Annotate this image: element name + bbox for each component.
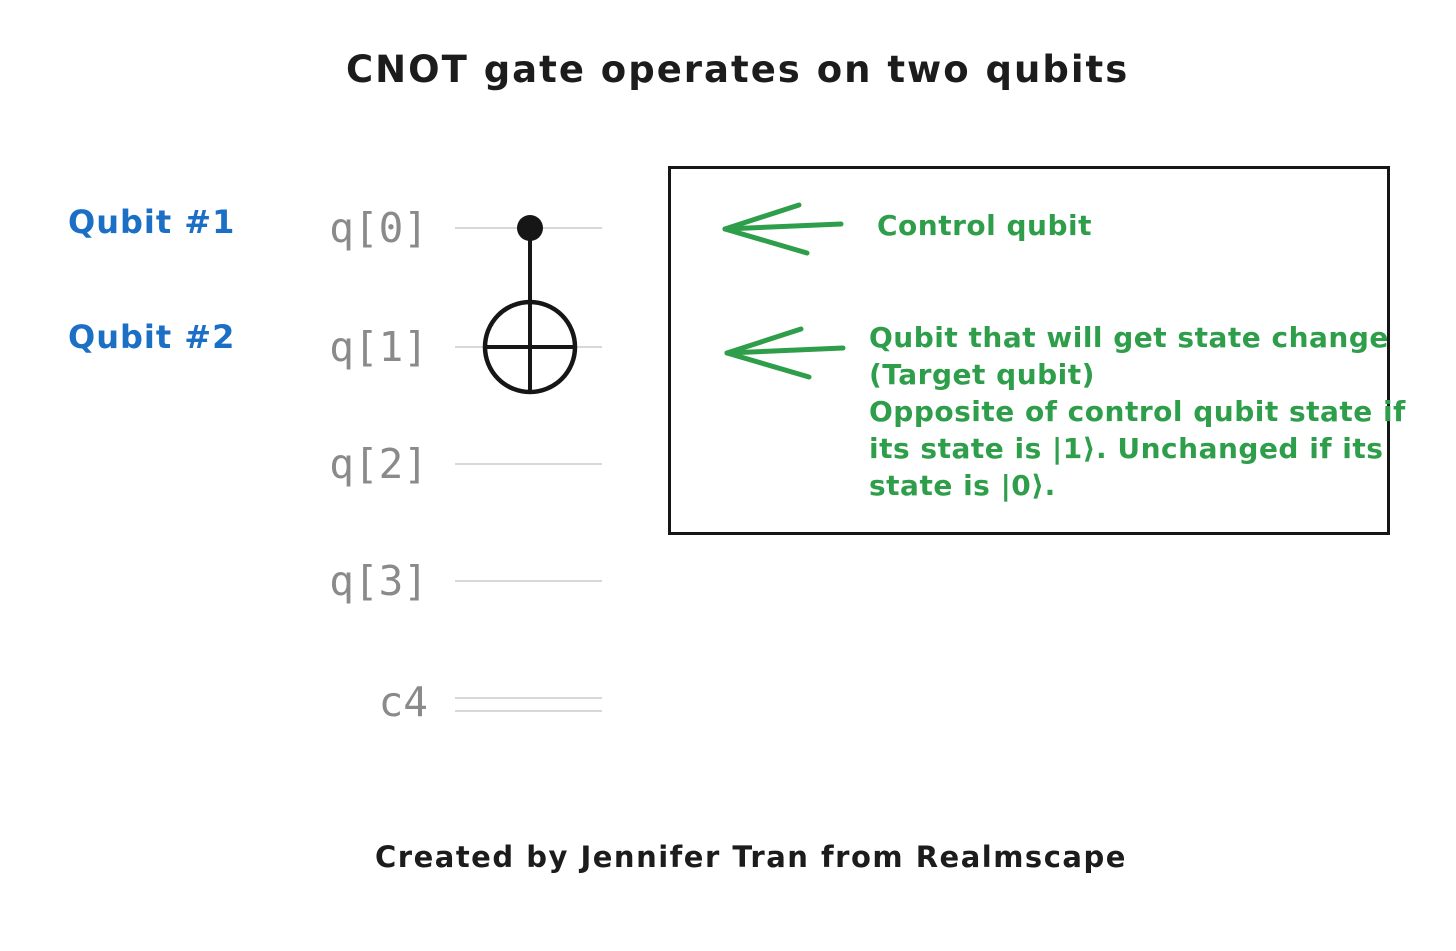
wire-label-q1: q[1] <box>329 323 428 371</box>
target-arrow-icon <box>724 326 846 380</box>
target-note-line-4: its state is |1⟩. Unchanged if its <box>869 432 1384 465</box>
target-qubit-note: Qubit that will get state change (Target… <box>869 319 1406 504</box>
wire-label-q3: q[3] <box>329 557 428 605</box>
control-qubit-note: Control qubit <box>877 209 1092 242</box>
wire-label-q2: q[2] <box>329 440 428 488</box>
target-note-line-1: Qubit that will get state change <box>869 321 1389 354</box>
page-title: CNOT gate operates on two qubits <box>346 48 1130 91</box>
quantum-wire-q3 <box>455 580 602 582</box>
target-note-line-5: state is |0⟩. <box>869 469 1056 502</box>
cnot-gate-icon <box>482 215 578 395</box>
qubit-1-callout: Qubit #1 <box>68 203 236 241</box>
credit-line: Created by Jennifer Tran from Realmscape <box>375 840 1127 874</box>
target-note-line-3: Opposite of control qubit state if <box>869 395 1406 428</box>
control-arrow-icon <box>722 202 844 256</box>
classical-wire-c4-bottom <box>455 710 602 712</box>
wire-label-q0: q[0] <box>329 204 428 252</box>
target-note-line-2: (Target qubit) <box>869 358 1095 391</box>
control-dot-icon <box>517 215 543 241</box>
qubit-2-callout: Qubit #2 <box>68 318 236 356</box>
classical-wire-c4-top <box>455 697 602 699</box>
wire-label-c4: c4 <box>378 678 428 726</box>
quantum-wire-q2 <box>455 463 602 465</box>
annotation-box: Control qubit Qubit that will get state … <box>668 166 1405 535</box>
